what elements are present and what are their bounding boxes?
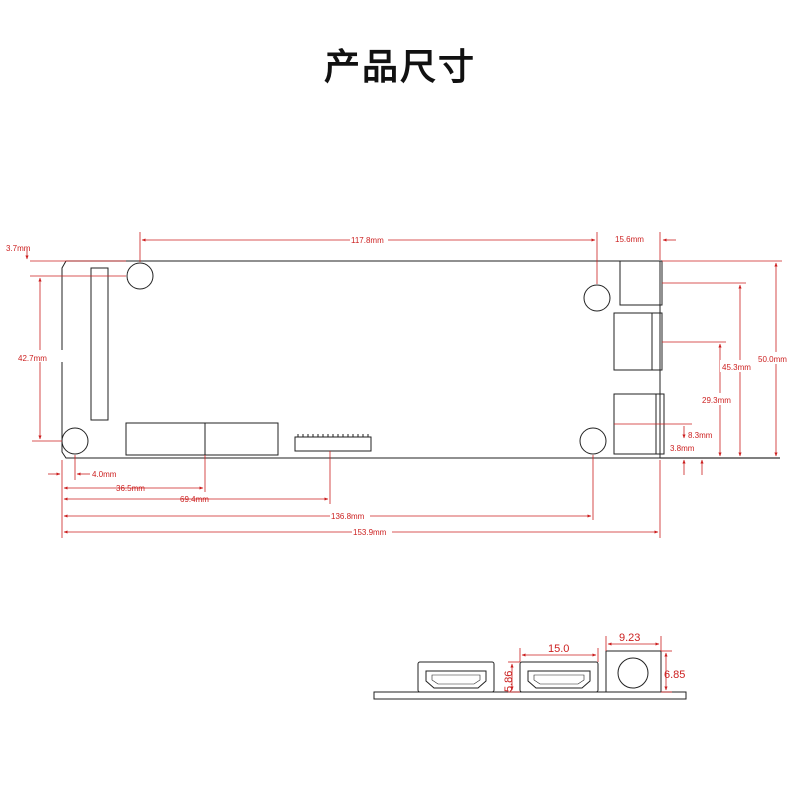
mounting-hole-top-right — [583, 284, 611, 312]
dim-hdmi-width: 15.0 — [548, 643, 569, 655]
dim-hole-spacing-top: 117.8mm — [351, 236, 384, 245]
board-outline — [61, 260, 661, 459]
port-dc-jack — [619, 260, 663, 306]
dim-port-3: 8.3mm — [688, 431, 713, 440]
dim-port-offset-bottom: 3.8mm — [670, 444, 695, 453]
side-dimension-labels: 15.0 5.86 9.23 6.85 — [503, 632, 685, 692]
dim-board-width: 153.9mm — [353, 528, 387, 537]
dim-port-1: 45.3mm — [722, 363, 751, 372]
dim-hole-offset-left: 4.0mm — [92, 470, 117, 479]
dim-jack-height: 6.85 — [664, 669, 685, 681]
dim-hole-right: 136.8mm — [331, 512, 365, 521]
page-title: 产品尺寸 — [323, 47, 476, 88]
dim-hole-spacing-vertical: 42.7mm — [18, 354, 47, 363]
board-side-view — [373, 650, 687, 700]
side-dimension-lines — [508, 636, 672, 693]
mounting-hole-bottom-left — [61, 427, 89, 455]
pin-header-bottom — [125, 422, 279, 456]
dim-hdmi-height: 5.86 — [503, 671, 515, 692]
side-hdmi-right — [519, 661, 599, 693]
dim-board-height: 50.0mm — [758, 355, 787, 364]
ffc-connector — [294, 436, 372, 452]
board-top-view — [61, 260, 780, 459]
dim-port-width: 15.6mm — [615, 235, 644, 244]
dim-hole-offset-top: 3.7mm — [6, 244, 31, 253]
dim-connector-right: 69.4mm — [180, 495, 209, 504]
mounting-hole-top-left — [126, 262, 154, 290]
side-dc-jack — [605, 650, 662, 693]
dim-jack-width: 9.23 — [619, 632, 640, 644]
side-hdmi-left — [417, 661, 495, 693]
mounting-hole-bottom-right — [579, 427, 607, 455]
top-dimension-labels: 3.7mm 42.7mm 117.8mm 15.6mm 50.0mm 45.3m… — [6, 235, 789, 537]
dim-port-2: 29.3mm — [702, 396, 731, 405]
dim-header-right: 36.5mm — [116, 484, 145, 493]
side-pcb — [373, 691, 687, 700]
port-hdmi-1 — [613, 312, 663, 371]
pin-header-vertical — [90, 267, 109, 421]
